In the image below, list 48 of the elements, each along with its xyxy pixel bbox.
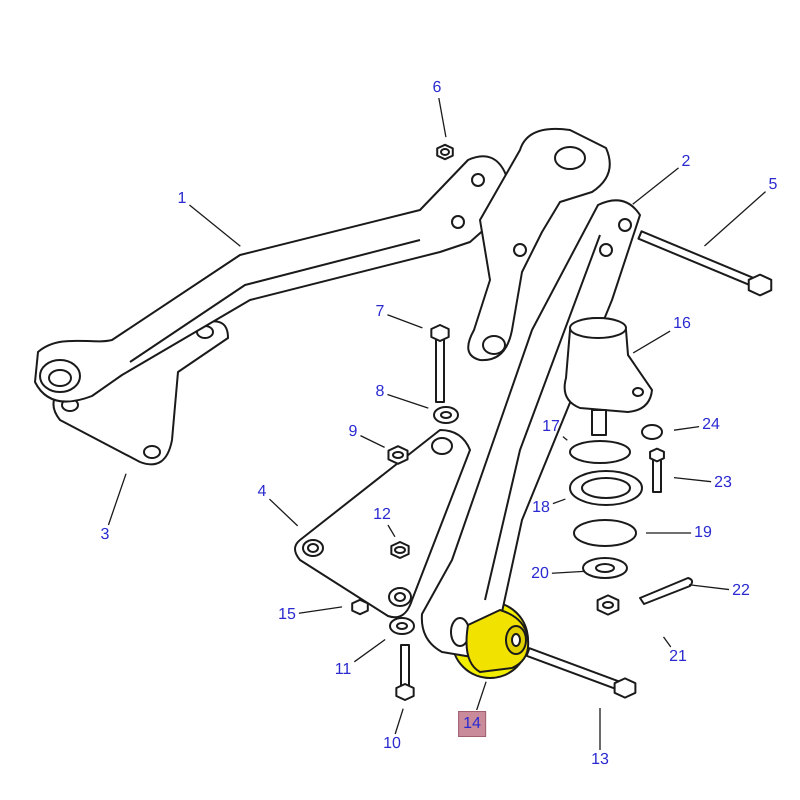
callout-number: 19 [692, 524, 714, 542]
leader-line [269, 498, 298, 526]
leader-line [360, 435, 385, 448]
callout-number: 16 [671, 315, 693, 333]
leader-line [674, 477, 712, 482]
leader-line [632, 167, 679, 205]
callout-number: 4 [256, 483, 268, 501]
leader-line [688, 584, 730, 590]
leader-line [552, 570, 584, 574]
callout-number: 1 [176, 190, 188, 208]
callout-number: 11 [332, 661, 354, 679]
leader-line [189, 204, 241, 247]
callout-number: 13 [589, 751, 611, 769]
highlighted-callout-number: 14 [458, 711, 486, 737]
callout-number: 3 [98, 526, 112, 544]
callout-number: 10 [381, 735, 403, 753]
leader-line [298, 606, 342, 614]
callout-number: 12 [371, 506, 393, 524]
leader-line [387, 314, 423, 328]
leader-line [476, 681, 487, 710]
leader-line [387, 524, 396, 538]
callout-number: 5 [766, 176, 780, 194]
leader-line [354, 638, 386, 662]
leader-line [552, 498, 566, 504]
leader-line [108, 473, 127, 526]
leader-line [562, 436, 568, 441]
callout-number: 21 [667, 648, 689, 666]
callout-number: 9 [346, 423, 360, 441]
callout-number: 23 [712, 474, 734, 492]
callout-number: 8 [374, 383, 386, 401]
callout-number: 17 [540, 418, 562, 436]
callout-number: 20 [529, 565, 551, 583]
leader-line [387, 394, 429, 409]
leader-line [704, 191, 766, 246]
leader-line [394, 708, 404, 734]
callout-number: 15 [276, 606, 298, 624]
callout-number: 2 [680, 153, 692, 171]
leader-line [662, 636, 672, 648]
callout-number: 22 [730, 582, 752, 600]
leader-line [599, 708, 601, 750]
callout-number: 7 [374, 303, 386, 321]
leader-line [438, 98, 447, 138]
callout-number: 18 [530, 499, 552, 517]
leader-line [632, 330, 670, 354]
callout-number: 6 [430, 79, 444, 97]
leader-line [646, 532, 692, 534]
leader-line [674, 426, 700, 431]
callout-number: 24 [700, 416, 722, 434]
